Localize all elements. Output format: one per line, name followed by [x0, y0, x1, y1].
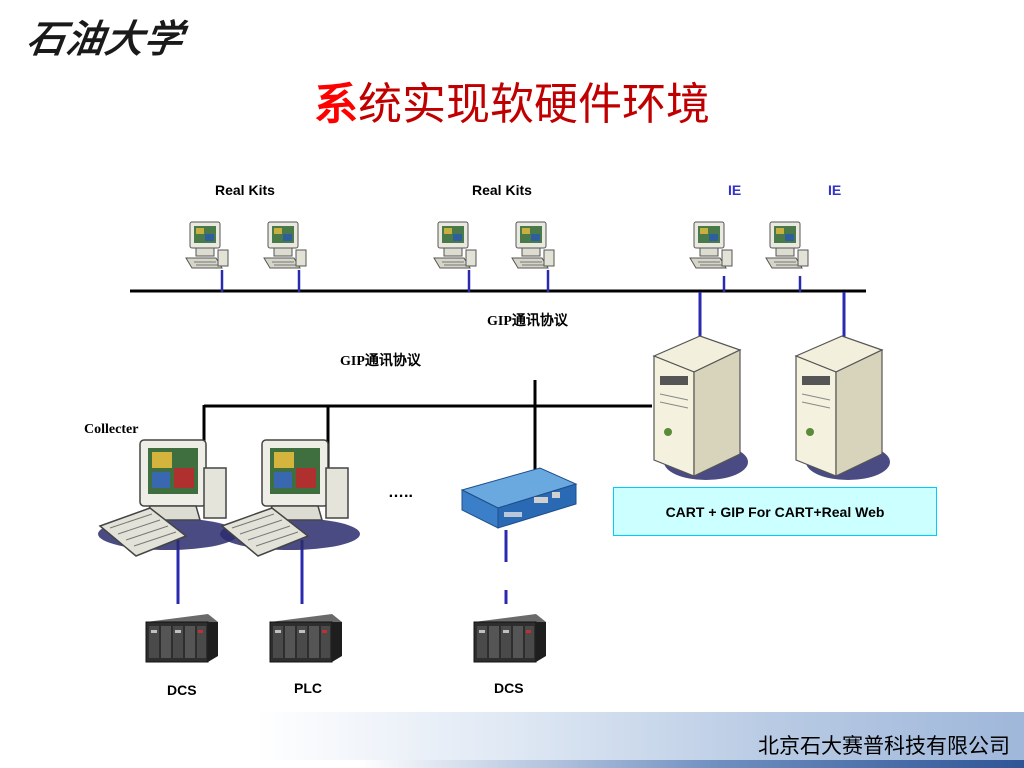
workstation-icon: [219, 439, 361, 557]
title-rest: 统实现软硬件环境: [358, 79, 710, 130]
footer-band: [0, 712, 1024, 768]
collecter-label: Collecter: [84, 422, 139, 437]
ie-workstation-icon: [689, 221, 733, 269]
dcs-controller-icon: [473, 613, 547, 663]
plc-controller-icon: [269, 613, 343, 663]
ie-label: IE: [728, 182, 742, 198]
server-icon: [653, 335, 749, 481]
ie-label: IE: [828, 182, 842, 198]
plc-label: PLC: [294, 680, 322, 696]
cart-gip-box: CART + GIP For CART+Real Web: [613, 487, 937, 536]
title-first-char: 系: [314, 79, 358, 130]
real-kits-label: Real Kits: [215, 182, 275, 198]
ie-workstation-icon: [765, 221, 809, 269]
gip-protocol-label: GIP通讯协议: [487, 314, 568, 329]
dcs-label: DCS: [494, 680, 524, 696]
real-kits-workstation-icon: [185, 221, 229, 269]
gip-protocol-label: GIP通讯协议: [340, 354, 421, 369]
dcs-label: DCS: [167, 682, 197, 698]
real-kits-workstation-icon: [433, 221, 477, 269]
real-kits-workstation-icon: [511, 221, 555, 269]
real-kits-label: Real Kits: [472, 182, 532, 198]
server-icon: [795, 335, 891, 481]
ellipsis-label: …..: [388, 484, 413, 501]
company-name: 北京石大赛普科技有限公司: [758, 734, 1010, 758]
collecter-workstation-icon: [97, 439, 239, 557]
network-gateway-icon: [460, 467, 578, 529]
footer-line: [0, 760, 1024, 768]
cart-gip-label: CART + GIP For CART+Real Web: [665, 503, 885, 520]
real-kits-workstation-icon: [263, 221, 307, 269]
dcs-controller-icon: [145, 613, 219, 663]
page-title: 系统实现软硬件环境: [0, 68, 1024, 132]
